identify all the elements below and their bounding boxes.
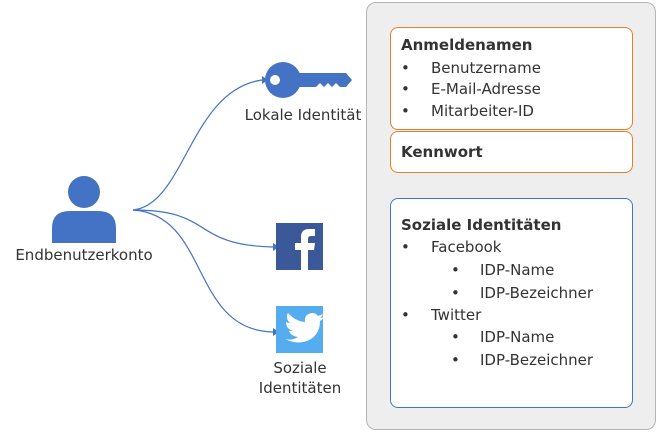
provider-facebook: Facebook: [431, 238, 502, 256]
connector-to-twitter: [132, 209, 274, 333]
bullet: •: [451, 328, 460, 346]
twitter-idp-identifier: IDP-Bezeichner: [480, 351, 594, 369]
bullet: •: [401, 80, 410, 98]
login-name-item: Mitarbeiter-ID: [431, 102, 534, 120]
connector-to-local-identity: [132, 79, 263, 211]
facebook-idp-name: IDP-Name: [480, 261, 555, 279]
bullet: •: [451, 284, 460, 302]
login-names-box: Anmeldenamen • Benutzername • E-Mail-Adr…: [390, 27, 633, 130]
twitter-idp-name: IDP-Name: [480, 328, 555, 346]
local-identity-label: Lokale Identität: [244, 106, 362, 124]
bullet: •: [401, 59, 410, 77]
login-names-title: Anmeldenamen: [401, 36, 533, 54]
user-label: Endbenutzerkonto: [15, 246, 153, 264]
social-identities-label-line2: Identitäten: [258, 379, 342, 397]
login-name-item: Benutzername: [431, 59, 541, 77]
provider-twitter: Twitter: [431, 306, 482, 324]
bullet: •: [401, 306, 410, 324]
login-name-item: E-Mail-Adresse: [431, 80, 541, 98]
password-box: Kennwort: [390, 131, 633, 173]
bullet: •: [451, 261, 460, 279]
social-identities-label-line1: Soziale: [273, 359, 327, 377]
bullet: •: [401, 102, 410, 120]
connector-to-facebook: [132, 209, 274, 248]
bullet: •: [451, 351, 460, 369]
social-identities-title: Soziale Identitäten: [401, 216, 562, 234]
password-title: Kennwort: [401, 143, 483, 161]
social-identities-box: Soziale Identitäten • Facebook • IDP-Nam…: [390, 198, 633, 408]
facebook-idp-identifier: IDP-Bezeichner: [480, 284, 594, 302]
bullet: •: [401, 238, 410, 256]
